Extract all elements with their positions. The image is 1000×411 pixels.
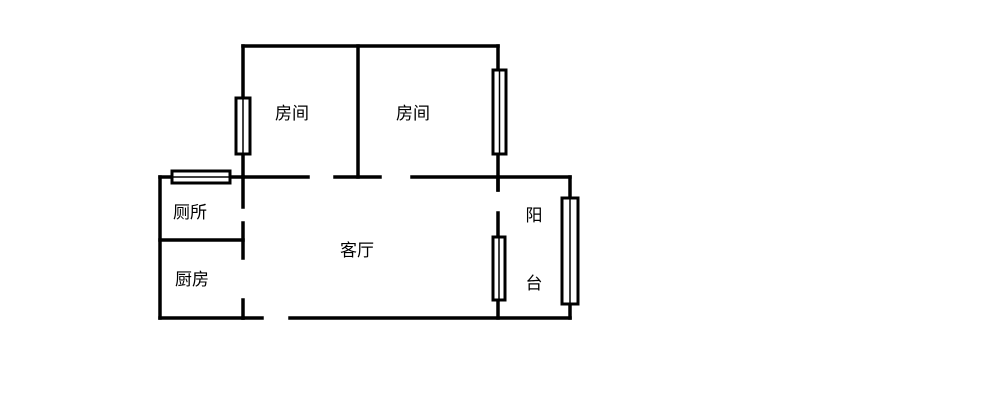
window-bedroom-left <box>234 96 252 156</box>
label-bedroom-left: 房间 <box>275 104 309 124</box>
window-balcony <box>560 196 580 306</box>
label-balcony-top: 阳 <box>526 206 543 226</box>
label-bedroom-right: 房间 <box>396 104 430 124</box>
window-toilet <box>170 169 232 185</box>
label-toilet: 厕所 <box>173 203 207 223</box>
label-living-room: 客厅 <box>340 241 374 261</box>
window-living-balcony <box>491 235 507 302</box>
window-bedroom-right <box>491 68 508 156</box>
label-balcony-bottom: 台 <box>526 274 543 294</box>
label-kitchen: 厨房 <box>175 270 209 290</box>
walls <box>158 44 572 320</box>
windows <box>170 68 580 306</box>
